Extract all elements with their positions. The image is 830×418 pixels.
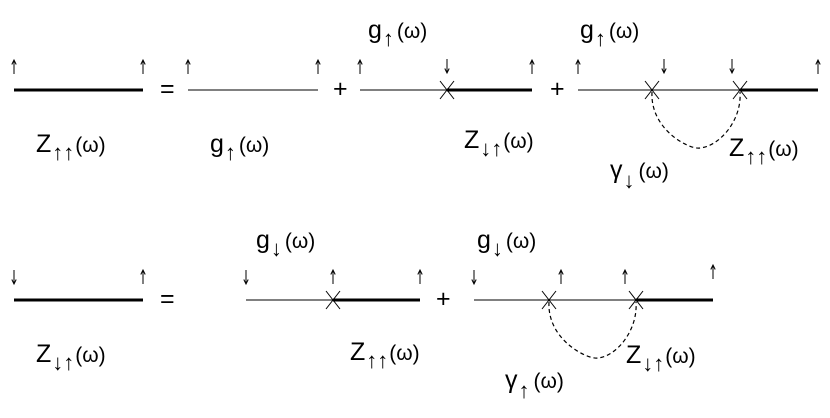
- spin-up-arrow: [815, 59, 821, 75]
- z-label: Z↓↑(ω): [464, 126, 534, 161]
- top-label: g↑(ω): [580, 16, 639, 51]
- equals-sign: =: [160, 285, 175, 313]
- interaction-vertex: [325, 290, 341, 310]
- spin-up-arrow: [417, 269, 423, 285]
- interaction-vertex: [541, 290, 557, 310]
- spin-up-arrow: [622, 269, 628, 285]
- plus-sign: +: [333, 75, 348, 103]
- spin-up-arrow: [575, 59, 581, 75]
- spin-up-arrow: [11, 59, 17, 75]
- spin-up-arrow: [710, 264, 716, 280]
- spin-up-arrow: [558, 269, 564, 285]
- gamma-loop-dashed: [548, 301, 637, 359]
- top-label: g↑(ω): [368, 16, 427, 51]
- interaction-vertex: [439, 80, 455, 100]
- spin-up-arrow: [185, 59, 191, 75]
- lhs-label: Z↓↑(ω): [36, 340, 106, 375]
- spin-down-arrow: [11, 269, 17, 285]
- lhs-label: Z↑↑(ω): [36, 130, 106, 165]
- z-label: Z↑↑(ω): [729, 134, 799, 169]
- term-label: g↑(ω): [210, 130, 269, 165]
- top-label: g↓(ω): [256, 226, 315, 261]
- plus-sign: +: [436, 285, 451, 313]
- spin-down-arrow: [243, 269, 249, 285]
- spin-down-arrow: [471, 269, 477, 285]
- z-label: Z↑↑(ω): [350, 338, 420, 373]
- top-label: g↓(ω): [477, 226, 536, 261]
- spin-up-arrow: [330, 269, 336, 285]
- gamma-label: γ↑(ω): [505, 366, 564, 403]
- gamma-label: γ↓(ω): [610, 156, 669, 193]
- spin-up-arrow: [529, 59, 535, 75]
- spin-down-arrow: [661, 58, 667, 74]
- interaction-vertex: [732, 80, 748, 100]
- equation-1: Z↑↑(ω) = g↑(ω) + g↑(ω) Z↓↑(ω) +: [11, 16, 821, 193]
- spin-up-arrow: [140, 59, 146, 75]
- z-label: Z↓↑(ω): [626, 341, 696, 376]
- spin-down-arrow: [729, 58, 735, 74]
- gamma-loop-dashed: [651, 91, 741, 149]
- spin-up-arrow: [140, 269, 146, 285]
- equation-2: Z↓↑(ω) = g↓(ω) Z↑↑(ω) + g↓(ω): [11, 226, 716, 403]
- spin-up-arrow: [315, 59, 321, 75]
- interaction-vertex: [628, 290, 644, 310]
- spin-up-arrow: [357, 59, 363, 75]
- interaction-vertex: [644, 80, 660, 100]
- plus-sign: +: [550, 75, 565, 103]
- spin-down-arrow: [444, 58, 450, 74]
- equals-sign: =: [160, 75, 175, 103]
